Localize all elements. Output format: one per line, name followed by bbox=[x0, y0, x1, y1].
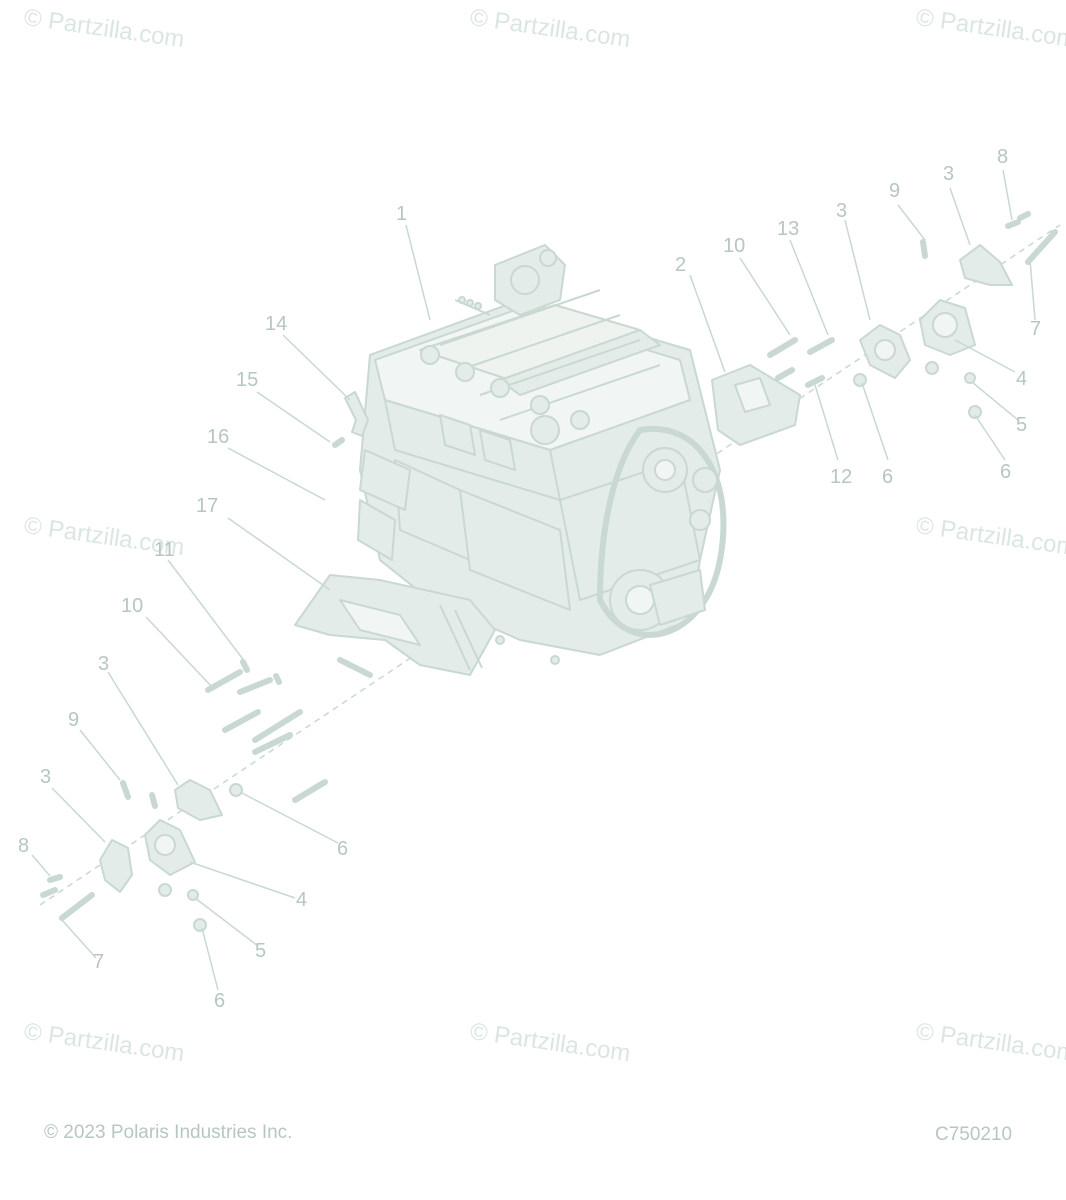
callout-3: 3 bbox=[836, 200, 847, 222]
callout-3: 3 bbox=[40, 766, 51, 788]
part-3-mount-upper-b bbox=[959, 244, 1013, 286]
callout-16: 16 bbox=[207, 426, 229, 448]
leader-lines bbox=[31, 169, 1036, 991]
callout-8: 8 bbox=[18, 835, 29, 857]
part-3-mount-lower-a bbox=[174, 779, 223, 821]
callout-4: 4 bbox=[1016, 368, 1027, 390]
callout-3: 3 bbox=[98, 653, 109, 675]
callout-7: 7 bbox=[1030, 318, 1041, 340]
copyright-text: © 2023 Polaris Industries Inc. bbox=[44, 1122, 293, 1143]
engine-assembly bbox=[357, 244, 727, 665]
part-14-bracket bbox=[344, 391, 369, 437]
diagram-code: C750210 bbox=[935, 1124, 1013, 1145]
callout-10: 10 bbox=[121, 595, 143, 617]
callout-13: 13 bbox=[777, 218, 799, 240]
callout-14: 14 bbox=[265, 313, 287, 335]
callout-6: 6 bbox=[337, 838, 348, 860]
callout-4: 4 bbox=[296, 889, 307, 911]
callout-15: 15 bbox=[236, 369, 258, 391]
callout-6: 6 bbox=[1000, 461, 1011, 483]
callout-2: 2 bbox=[675, 254, 686, 276]
callout-3: 3 bbox=[943, 163, 954, 185]
callout-9: 9 bbox=[889, 180, 900, 202]
callout-12: 12 bbox=[830, 466, 852, 488]
callout-11: 11 bbox=[154, 539, 175, 561]
callout-9: 9 bbox=[68, 709, 79, 731]
callout-8: 8 bbox=[997, 146, 1008, 168]
callout-6: 6 bbox=[214, 990, 225, 1012]
callout-6: 6 bbox=[882, 466, 893, 488]
callout-5: 5 bbox=[1016, 414, 1027, 436]
callout-10: 10 bbox=[723, 235, 745, 257]
callout-17: 17 bbox=[196, 495, 218, 517]
callout-5: 5 bbox=[255, 940, 266, 962]
upper-bolts bbox=[332, 211, 1058, 678]
part-3-mount-lower-b bbox=[99, 839, 133, 893]
lower-bolts bbox=[40, 659, 328, 921]
callout-7: 7 bbox=[93, 951, 104, 973]
callout-1: 1 bbox=[396, 203, 407, 225]
